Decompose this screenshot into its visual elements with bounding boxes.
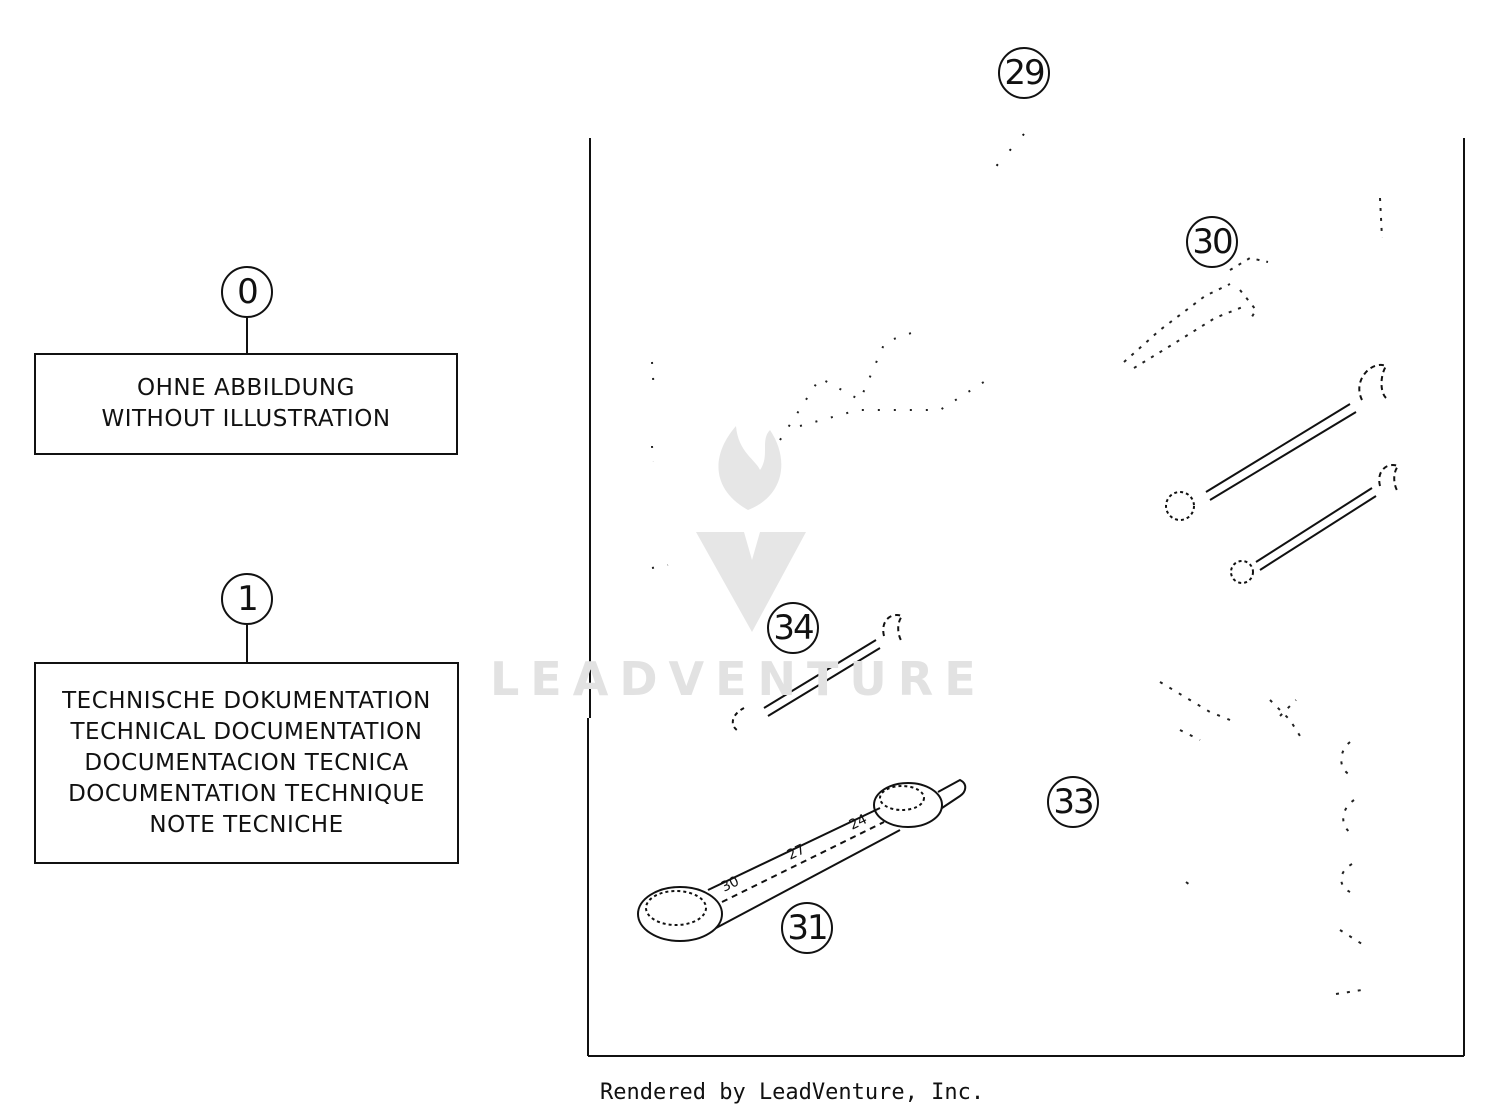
tech-doc-line-de: TECHNISCHE DOKUMENTATION — [62, 687, 431, 714]
wrench-marking-30: 30 — [719, 873, 742, 895]
wrench-marking-27: 27 — [785, 841, 808, 863]
callout-34-number: 34 — [773, 608, 814, 648]
tool-bag-outline — [651, 329, 991, 569]
without-illustration-line-de: OHNE ABBILDUNG — [137, 375, 355, 401]
kit-frame — [587, 138, 1465, 1057]
combination-wrench-1 — [1165, 363, 1388, 521]
callout-0: 0 — [221, 266, 273, 318]
hex-key-set — [1159, 681, 1363, 995]
tech-doc-line-fr: DOCUMENTATION TECHNIQUE — [68, 780, 425, 807]
callout-30-number: 30 — [1192, 222, 1233, 262]
callout-33-number: 33 — [1053, 782, 1094, 822]
tech-doc-line-it: NOTE TECNICHE — [149, 811, 344, 838]
tech-doc-line-en: TECHNICAL DOCUMENTATION — [70, 718, 423, 745]
box-wrench-31 — [637, 778, 967, 942]
screwdriver — [1123, 197, 1383, 369]
callout-0-number: 0 — [237, 272, 259, 312]
tech-doc-line-es: DOCUMENTACION TECNICA — [84, 749, 409, 776]
callout-1-leader — [246, 625, 248, 663]
without-illustration-box: OHNE ABBILDUNG WITHOUT ILLUSTRATION — [34, 353, 458, 455]
combination-wrench-34 — [731, 614, 904, 733]
wrench-marking-24: 24 — [847, 811, 870, 833]
watermark-text: LEADVENTURE — [490, 652, 987, 706]
callout-29: 29 — [998, 47, 1050, 99]
callout-31-number: 31 — [787, 908, 828, 948]
callout-33: 33 — [1047, 776, 1099, 828]
render-credit: Rendered by LeadVenture, Inc. — [600, 1080, 985, 1105]
leader-29 — [985, 133, 1025, 179]
callout-34: 34 — [767, 602, 819, 654]
callout-0-leader — [246, 318, 248, 354]
leadventure-logo-watermark — [696, 426, 806, 632]
callout-31: 31 — [781, 902, 833, 954]
wrench-size-markings: 30 27 24 — [719, 811, 870, 895]
technical-documentation-box: TECHNISCHE DOKUMENTATION TECHNICAL DOCUM… — [34, 662, 459, 864]
callout-29-number: 29 — [1004, 53, 1045, 93]
without-illustration-line-en: WITHOUT ILLUSTRATION — [101, 406, 391, 432]
combination-wrench-2 — [1230, 464, 1400, 584]
callout-1-number: 1 — [237, 579, 259, 619]
callout-1: 1 — [221, 573, 273, 625]
callout-30: 30 — [1186, 216, 1238, 268]
